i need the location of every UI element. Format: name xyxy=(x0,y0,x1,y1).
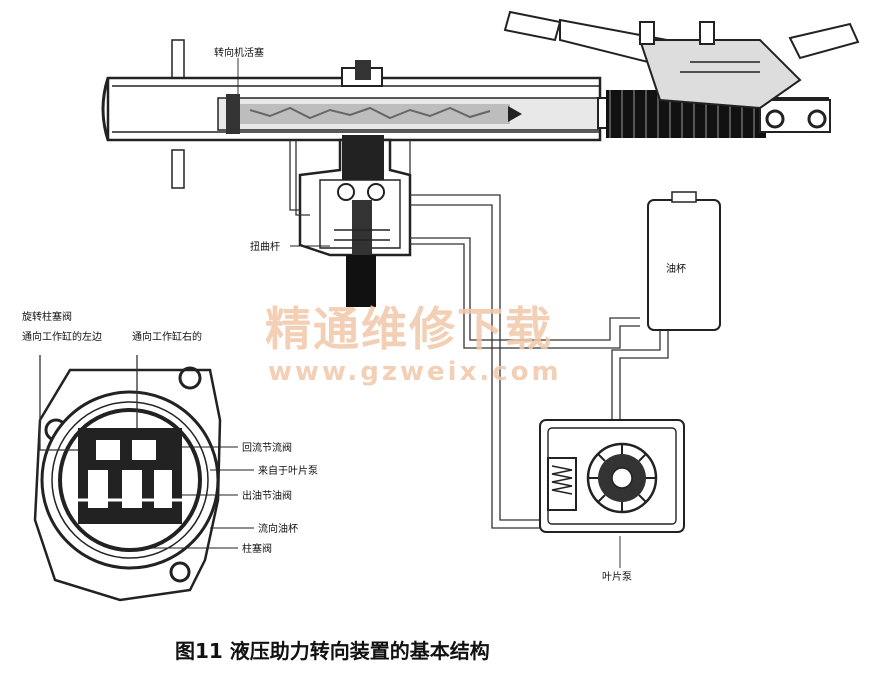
label-outlet-valve: 出油节油阀 xyxy=(242,489,292,502)
rack-housing xyxy=(101,39,831,189)
vane-pump xyxy=(539,419,685,533)
label-pitman: 扭曲杆 xyxy=(250,240,280,253)
label-reservoir: 油杯 xyxy=(666,262,686,275)
valve-body xyxy=(298,60,412,307)
leader-lines xyxy=(150,58,621,568)
figure-caption: 图11 液压助力转向装置的基本结构 xyxy=(175,639,490,663)
watermark-cn: 精通维修下载 xyxy=(265,302,553,356)
reservoir xyxy=(647,191,721,331)
label-plunger-valve: 柱塞阀 xyxy=(242,542,272,555)
label-rotary-valve: 旋转柱塞阀 xyxy=(22,310,72,323)
label-to-cyl-right: 通向工作缸右的 xyxy=(132,330,202,343)
label-vane-pump: 叶片泵 xyxy=(602,570,632,583)
watermark-url: www.gzweix.com xyxy=(268,357,562,387)
label-to-cyl-left: 通向工作缸的左边 xyxy=(22,330,102,343)
label-from-pump: 来自于叶片泵 xyxy=(258,464,318,477)
valve-cross-section xyxy=(33,355,222,602)
label-to-reservoir: 流向油杯 xyxy=(258,522,298,535)
label-return-valve: 回流节流阀 xyxy=(242,441,292,454)
label-piston: 转向机活塞 xyxy=(214,46,264,59)
tie-rod-bracket xyxy=(503,10,860,110)
